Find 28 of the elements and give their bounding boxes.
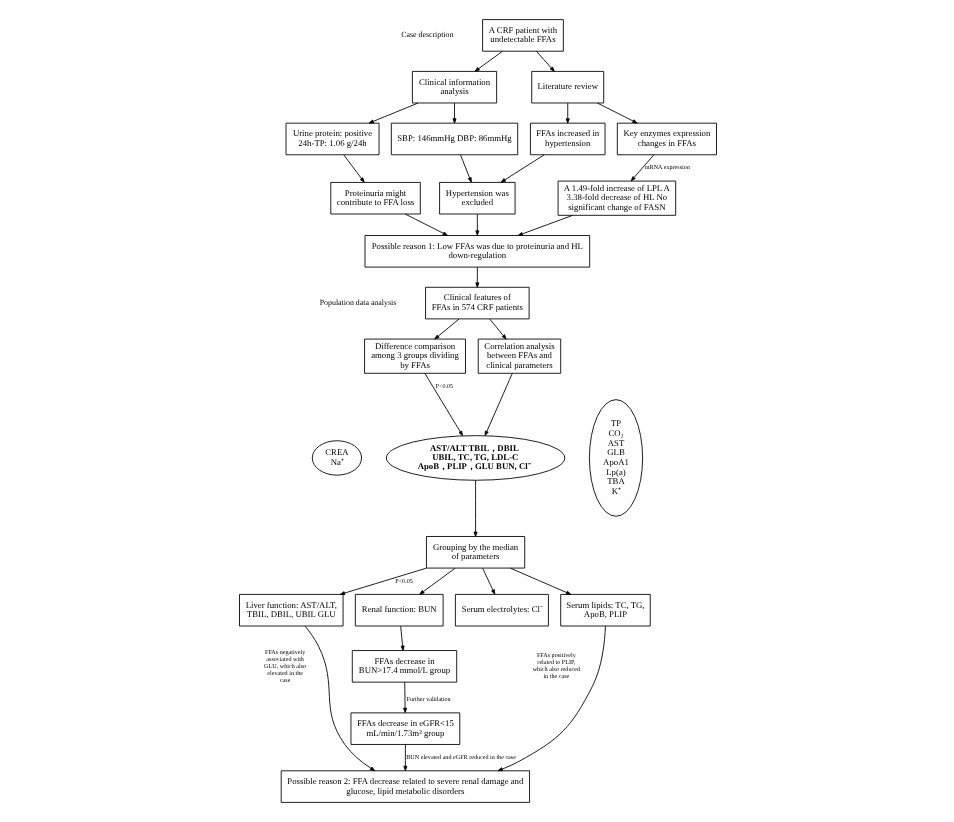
arrow [367, 102, 418, 124]
arrow [534, 50, 554, 72]
arrow [423, 372, 462, 436]
arrow [402, 744, 407, 772]
arrow [629, 154, 654, 182]
arrow [402, 681, 407, 713]
arrow [399, 625, 404, 651]
arrow [481, 567, 495, 595]
arrow [496, 625, 605, 772]
arrow [488, 318, 506, 340]
arrow [516, 214, 573, 236]
arrow [342, 154, 364, 183]
arrow [564, 102, 569, 124]
arrow [474, 266, 479, 288]
arrow [596, 102, 637, 124]
arrow [403, 213, 447, 236]
arrow [451, 102, 456, 124]
arrow [508, 567, 571, 595]
arrow [499, 154, 544, 183]
arrow [303, 625, 375, 772]
arrow [459, 154, 471, 183]
arrow [433, 318, 459, 340]
arrow [474, 213, 479, 236]
arrow [472, 479, 477, 537]
arrow [338, 567, 426, 595]
arrow [418, 567, 455, 595]
arrow [473, 50, 502, 72]
arrow [483, 372, 512, 436]
